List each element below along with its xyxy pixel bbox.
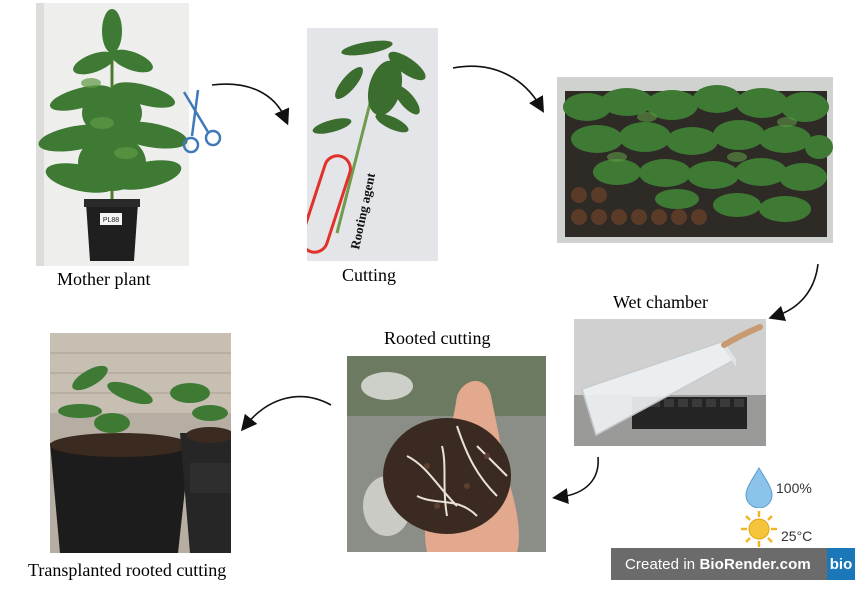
arrow-rooted-to-transplant: [240, 395, 332, 432]
cutting-tray-photo: [557, 77, 833, 243]
sun-icon: [741, 511, 777, 547]
badge-brand: BioRender.com: [699, 555, 811, 573]
mother-plant-caption: Mother plant: [57, 269, 151, 289]
pot-label: PL88: [103, 217, 119, 224]
biorender-logo-icon: bio: [827, 548, 855, 580]
rooted-cutting-caption: Rooted cutting: [384, 328, 491, 348]
arrow-chamber-to-rooted: [552, 456, 599, 504]
badge-prefix: Created in: [625, 555, 700, 573]
transplanted-photo: [50, 333, 231, 553]
rooted-cutting-photo: [347, 356, 546, 552]
wet-chamber-caption: Wet chamber: [613, 292, 709, 312]
mother-plant-photo: PL88: [36, 3, 189, 266]
arrow-cutting-to-tray: [452, 65, 545, 113]
wet-chamber-photo: [574, 319, 766, 446]
temperature-value: 25°C: [781, 528, 813, 544]
humidity-value: 100%: [776, 480, 812, 496]
cutting-photo: Rooting agent: [307, 28, 438, 261]
cutting-caption: Cutting: [342, 265, 397, 285]
badge-text: Created in BioRender.com: [611, 556, 827, 573]
biorender-badge[interactable]: Created in BioRender.com bio: [611, 548, 855, 580]
arrow-tray-to-chamber: [768, 263, 819, 322]
transplanted-caption: Transplanted rooted cutting: [28, 560, 227, 580]
water-drop-icon: [745, 467, 773, 508]
scissors-icon: [182, 89, 222, 154]
